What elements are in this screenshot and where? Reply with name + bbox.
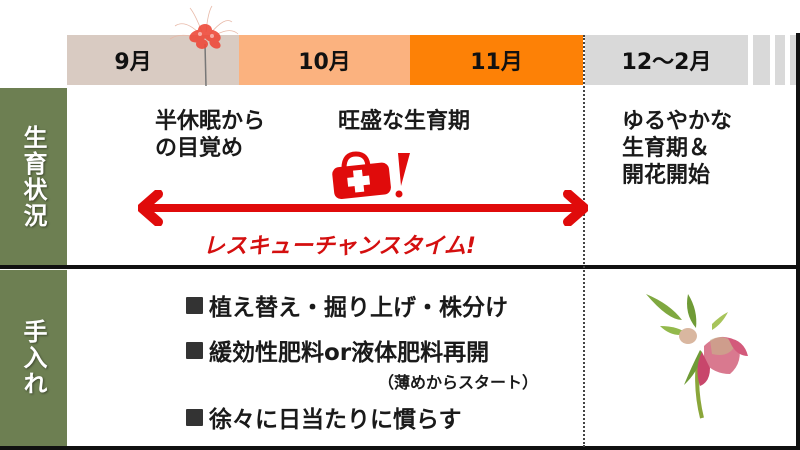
- task-text: 植え替え・掘り上げ・株分け: [209, 295, 508, 321]
- task-fertilizer: 緩効性肥料or液体肥料再開: [186, 333, 489, 367]
- stage-line: ゆるやかな: [622, 109, 733, 134]
- stage-slow-bloom: ゆるやかな 生育期＆ 開花開始: [622, 108, 732, 189]
- season-divider: [583, 35, 585, 447]
- month-label: 12〜2月: [621, 50, 712, 75]
- task-text: 徐々に日当たりに慣らす: [209, 407, 462, 433]
- continuation-stripe: [753, 35, 770, 85]
- row-label-care: 手入れ: [0, 270, 67, 446]
- task-text: 緩効性肥料or液体肥料再開: [209, 340, 490, 366]
- month-nov: 11月: [410, 35, 583, 85]
- month-label: 9月: [114, 50, 152, 75]
- red-spider-lily-icon: [169, 5, 239, 86]
- row-label-text: 生育状況: [19, 124, 47, 229]
- square-bullet-icon: [186, 408, 203, 426]
- month-label: 11月: [470, 50, 523, 75]
- month-oct: 10月: [239, 35, 410, 85]
- hellebore-flower-icon: [646, 294, 748, 419]
- month-dec-feb: 12〜2月: [585, 35, 748, 85]
- month-label: 10月: [298, 50, 351, 75]
- stage-line: 旺盛な生育期: [338, 109, 471, 134]
- first-aid-kit-icon: [332, 151, 410, 200]
- square-bullet-icon: [186, 296, 203, 314]
- stage-line: 半休眠から: [155, 109, 266, 134]
- stage-line: 開花開始: [622, 163, 711, 188]
- task-sunlight: 徐々に日当たりに慣らす: [186, 400, 462, 434]
- bottom-border: [0, 446, 800, 450]
- stage-line: の目覚め: [155, 136, 244, 161]
- continuation-stripe: [790, 35, 796, 85]
- task-repot: 植え替え・掘り上げ・株分け: [186, 288, 508, 322]
- double-arrow-icon: [138, 190, 588, 226]
- stage-line: 生育期＆: [622, 136, 711, 161]
- rescue-chance-label: レスキューチャンスタイム!: [203, 234, 476, 259]
- stage-awakening: 半休眠から の目覚め: [155, 108, 265, 162]
- row-label-text: 手入れ: [19, 319, 47, 397]
- row-label-growth: 生育状況: [0, 88, 67, 265]
- right-border: [796, 33, 800, 450]
- square-bullet-icon: [186, 341, 203, 359]
- task-fertilizer-note: （薄めからスタート）: [378, 373, 539, 392]
- continuation-stripe: [775, 35, 785, 85]
- stage-vigorous: 旺盛な生育期: [338, 108, 470, 135]
- row-divider: [0, 265, 800, 269]
